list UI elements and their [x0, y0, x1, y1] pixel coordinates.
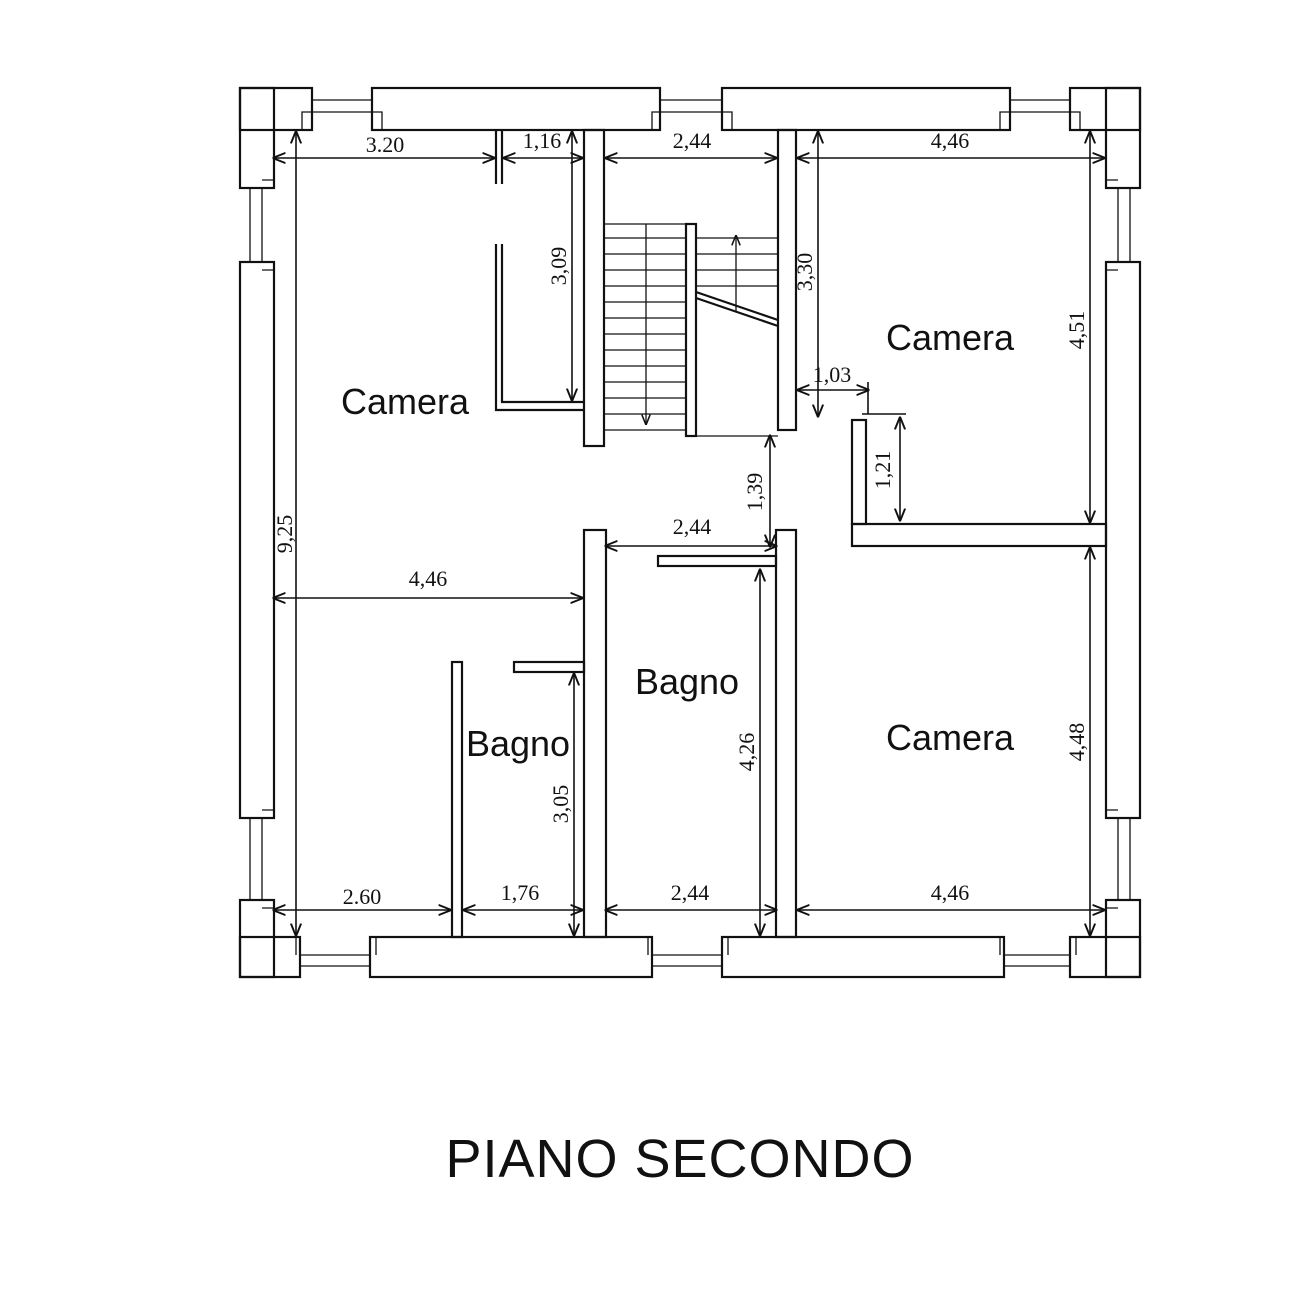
room-label-camera-top-left: Camera: [341, 381, 470, 422]
room-label-camera-bottom-right: Camera: [886, 717, 1015, 758]
dim-tr-width: 4,46: [931, 128, 970, 153]
interior-walls: [450, 128, 1108, 939]
dim-left-mid-width: 4,46: [409, 566, 448, 591]
dim-total-height: 9,25: [272, 515, 297, 554]
plan-title: PIANO SECONDO: [445, 1129, 915, 1189]
dim-stair-width: 2,44: [673, 128, 712, 153]
dim-br-height: 4,48: [1064, 723, 1089, 762]
dim-stair-height: 3,30: [792, 253, 817, 292]
dimension-lines: [274, 132, 1104, 935]
dim-center-bath-height: 4,26: [734, 733, 759, 772]
staircase: [604, 223, 779, 437]
dim-hall-height: 1,39: [742, 473, 767, 512]
dimension-labels: 3.20 1,16 2,44 4,46 3,09 3,30 4,51 1,03 …: [272, 128, 1089, 909]
dim-center-bath-bottom-width: 2,44: [671, 880, 710, 905]
room-label-bagno-left: Bagno: [466, 723, 570, 764]
dim-center-bath-top-width: 2,44: [673, 514, 712, 539]
dim-bl-width-a: 2.60: [343, 884, 382, 909]
room-label-bagno-center: Bagno: [635, 661, 739, 702]
room-label-camera-top-right: Camera: [886, 317, 1015, 358]
dim-tr-height: 4,51: [1064, 311, 1089, 350]
dim-landing-height: 1,21: [870, 451, 895, 490]
room-labels: Camera Camera Camera Bagno Bagno: [341, 317, 1015, 764]
dim-tl-width-a: 3.20: [366, 132, 405, 157]
dim-bl-width-b: 1,76: [501, 880, 540, 905]
dim-br-width: 4,46: [931, 880, 970, 905]
dim-landing-width: 1,03: [813, 362, 852, 387]
dim-left-bath-height: 3,05: [548, 785, 573, 824]
dim-tl-width-b: 1,16: [523, 128, 562, 153]
windows: [249, 99, 1131, 967]
dim-closet-height: 3,09: [546, 247, 571, 286]
outer-walls: [238, 86, 1142, 979]
